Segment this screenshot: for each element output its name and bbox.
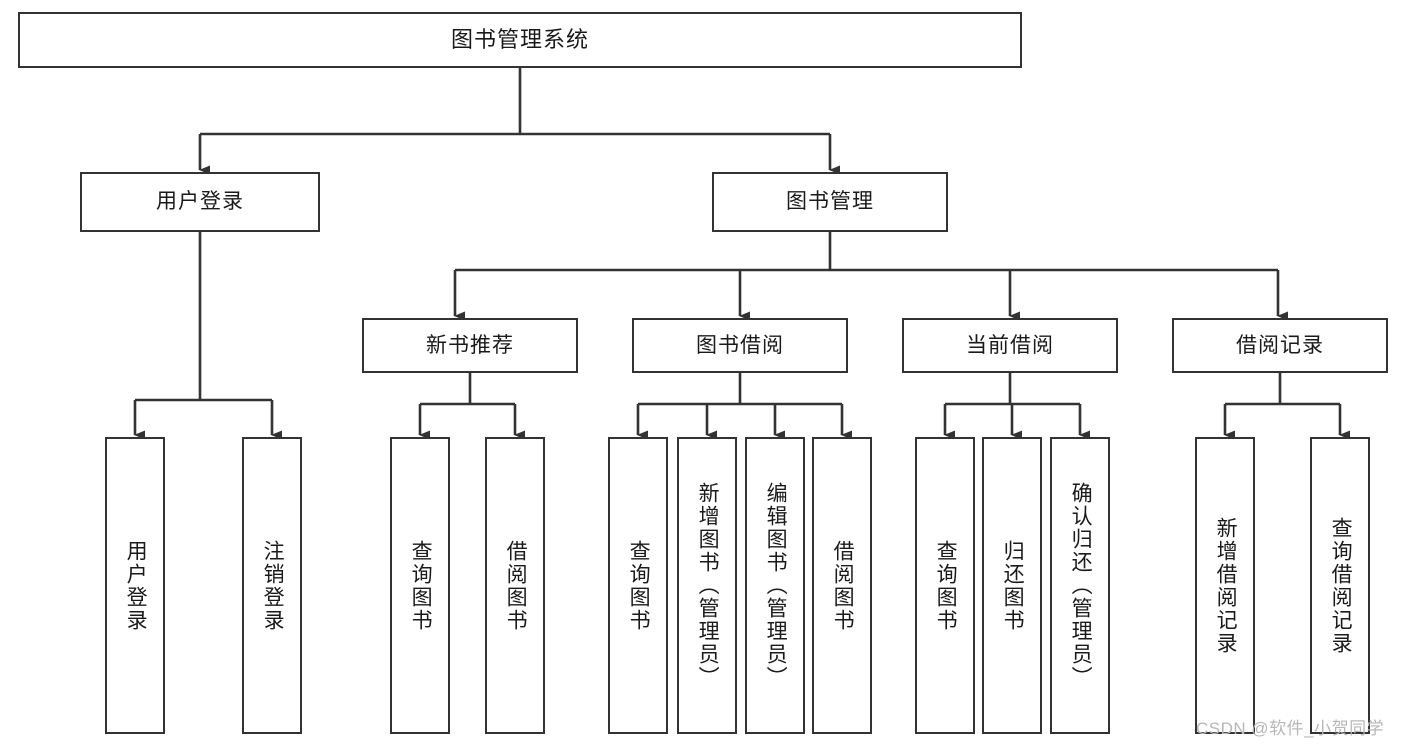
- node-label: 查询借阅记录: [1329, 516, 1353, 655]
- level2-node-用户登录-0[interactable]: 用户登录: [80, 172, 320, 232]
- node-label: 查询图书: [627, 539, 651, 632]
- node-label: 确认归还（管理员）: [1069, 482, 1093, 689]
- leaf-node-注销登录-1[interactable]: 注销登录: [242, 437, 302, 734]
- node-label: 用户登录: [124, 539, 148, 632]
- node-label: 注销登录: [261, 539, 285, 632]
- node-label: 新增图书（管理员）: [696, 482, 720, 689]
- node-label: 图书管理系统: [450, 26, 589, 52]
- leaf-node-用户登录-0[interactable]: 用户登录: [105, 437, 165, 734]
- leaf-node-查询图书-2[interactable]: 查询图书: [390, 437, 450, 734]
- node-label: 图书借阅: [696, 333, 784, 357]
- level3-node-当前借阅-2[interactable]: 当前借阅: [902, 318, 1118, 373]
- node-label: 归还图书: [1001, 539, 1025, 632]
- node-label: 查询图书: [934, 539, 958, 632]
- leaf-node-借阅图书-7[interactable]: 借阅图书: [812, 437, 872, 734]
- node-label: 图书管理: [786, 190, 874, 214]
- leaf-node-编辑图书管理员-6[interactable]: 编辑图书（管理员）: [745, 437, 805, 734]
- leaf-node-查询借阅记录-12[interactable]: 查询借阅记录: [1310, 437, 1370, 734]
- node-label: 用户登录: [156, 190, 244, 214]
- level2-node-图书管理-1[interactable]: 图书管理: [712, 172, 948, 232]
- leaf-node-查询图书-8[interactable]: 查询图书: [915, 437, 975, 734]
- csdn-watermark: CSDN @软件_小贺同学: [1196, 719, 1385, 738]
- node-label: 新增借阅记录: [1214, 516, 1238, 655]
- node-label: 当前借阅: [966, 333, 1054, 357]
- leaf-node-借阅图书-3[interactable]: 借阅图书: [485, 437, 545, 734]
- node-label: 查询图书: [409, 539, 433, 632]
- leaf-node-新增借阅记录-11[interactable]: 新增借阅记录: [1195, 437, 1255, 734]
- leaf-node-查询图书-4[interactable]: 查询图书: [608, 437, 668, 734]
- leaf-node-确认归还管理员-10[interactable]: 确认归还（管理员）: [1050, 437, 1110, 734]
- node-label: 借阅图书: [831, 539, 855, 632]
- level3-node-新书推荐-0[interactable]: 新书推荐: [362, 318, 578, 373]
- node-label: 借阅图书: [504, 539, 528, 632]
- node-label: 新书推荐: [426, 333, 514, 357]
- level3-node-借阅记录-3[interactable]: 借阅记录: [1172, 318, 1388, 373]
- level3-node-图书借阅-1[interactable]: 图书借阅: [632, 318, 848, 373]
- leaf-node-新增图书管理员-5[interactable]: 新增图书（管理员）: [677, 437, 737, 734]
- root-node-图书管理系统[interactable]: 图书管理系统: [18, 12, 1022, 68]
- node-label: 编辑图书（管理员）: [764, 482, 788, 689]
- leaf-node-归还图书-9[interactable]: 归还图书: [982, 437, 1042, 734]
- node-label: 借阅记录: [1236, 333, 1324, 357]
